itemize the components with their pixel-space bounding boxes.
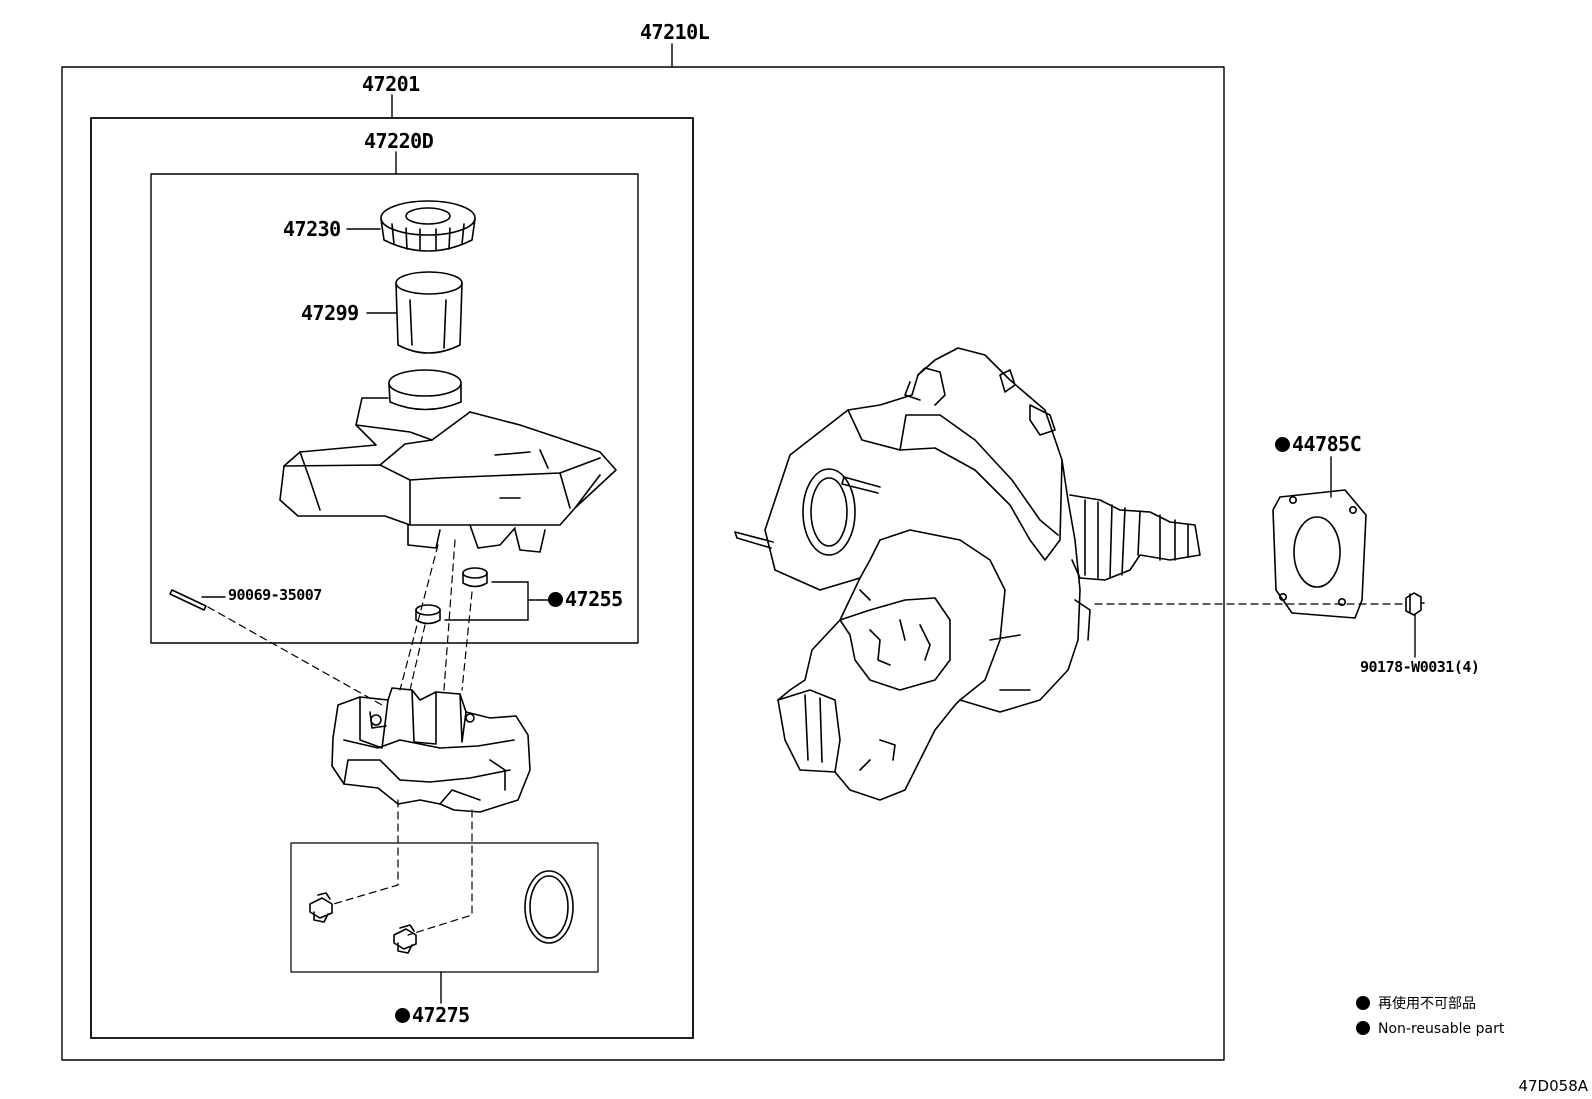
reservoir-tank: [279, 369, 617, 553]
brake-booster: [734, 347, 1201, 801]
frame-47201: [90, 117, 694, 1039]
label-47255: 47255: [548, 589, 623, 609]
reservoir-strainer: [395, 271, 463, 354]
frame-47210L: [61, 66, 1225, 1061]
frame-47220D: [150, 173, 639, 644]
reservoir-cap: [380, 200, 476, 252]
legend-dot-icon: [1356, 1021, 1370, 1035]
frame-47275: [290, 842, 599, 973]
non-reusable-dot-icon: [395, 1008, 410, 1023]
legend-jp: 再使用不可部品: [1356, 996, 1476, 1011]
label-leaders: [201, 43, 1416, 1004]
label-47210L: 47210L: [640, 20, 710, 44]
label-47230: 47230: [283, 217, 341, 241]
gasket-44785C: [1272, 489, 1367, 619]
assembly-dashed-lines: [207, 539, 1405, 936]
label-90178-W0031: 90178-W0031(4): [1360, 658, 1480, 676]
legend-dot-icon: [1356, 996, 1370, 1010]
nut-90178: [1405, 592, 1425, 616]
diagram-code: 47D058A: [1518, 1077, 1588, 1095]
label-47299: 47299: [301, 301, 359, 325]
non-reusable-dot-icon: [548, 592, 563, 607]
master-cylinder: [331, 687, 531, 813]
label-47201: 47201: [362, 72, 420, 96]
label-44785C: 44785C: [1275, 434, 1362, 454]
seal-kit-parts: [309, 870, 574, 954]
legend-en: Non-reusable part: [1356, 1021, 1504, 1036]
pin-90069: [169, 589, 207, 611]
label-90069-35007: 90069-35007: [228, 586, 322, 604]
label-47275: 47275: [395, 1005, 470, 1025]
grommets-47255: [415, 567, 488, 625]
non-reusable-dot-icon: [1275, 437, 1290, 452]
label-47220D: 47220D: [364, 129, 434, 153]
